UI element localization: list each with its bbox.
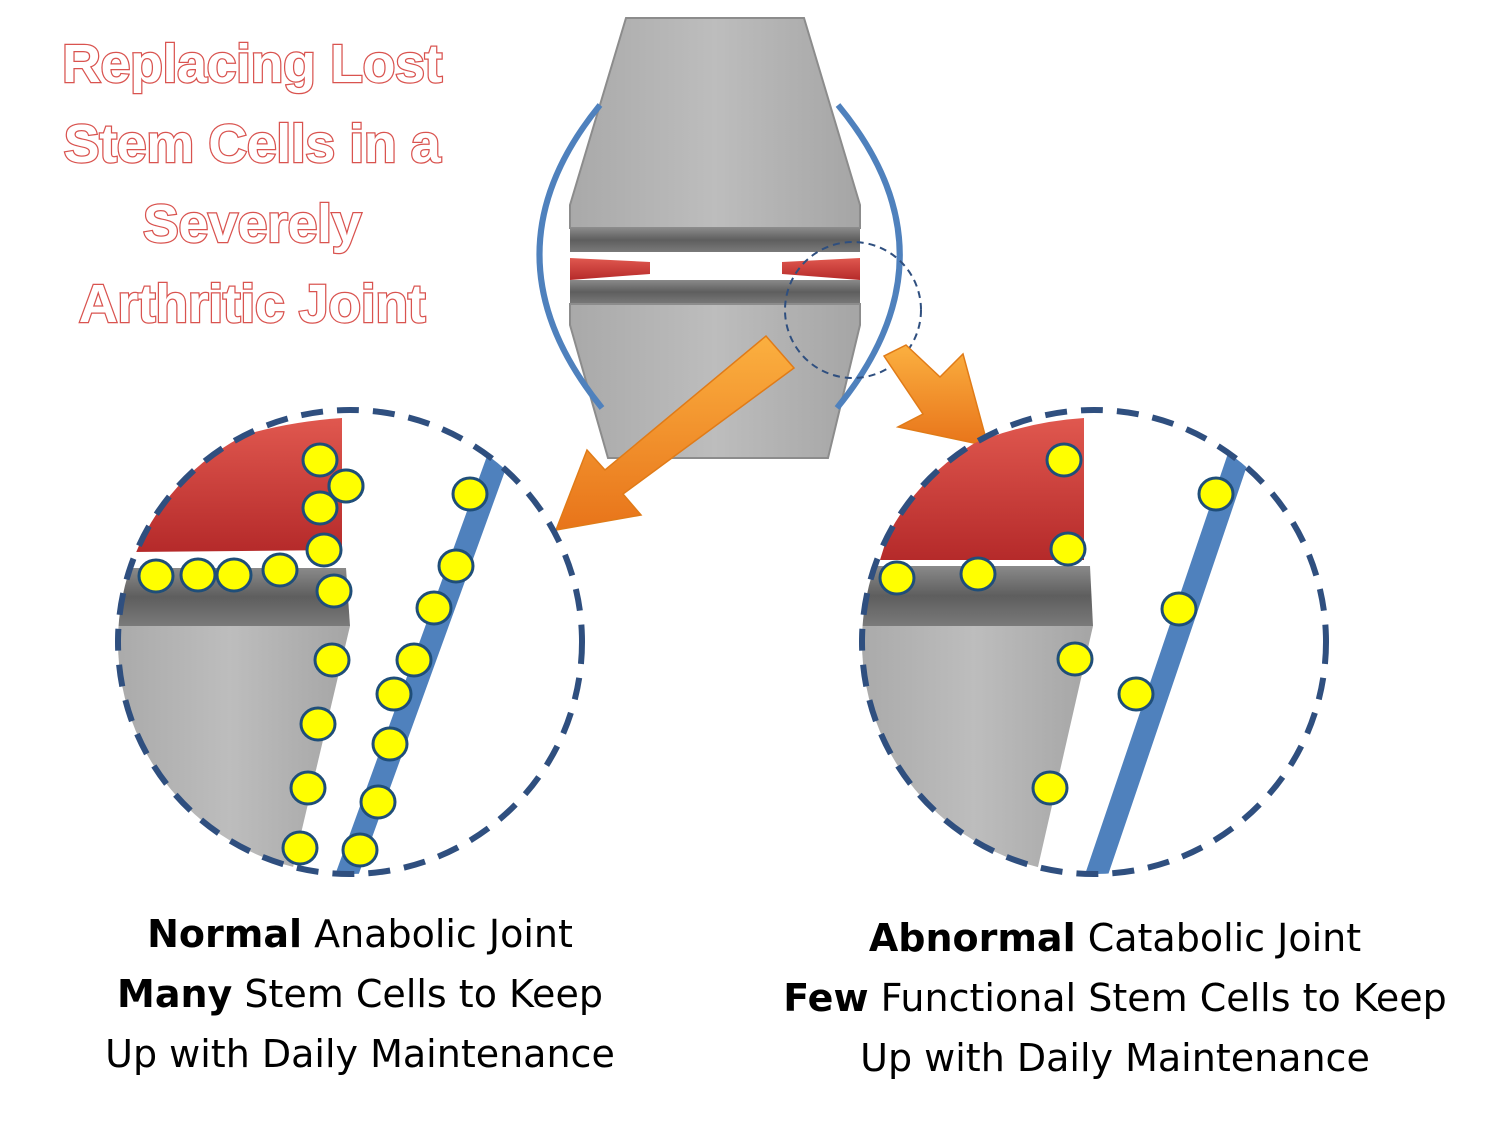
title-line-3: Severely xyxy=(143,194,362,254)
title-line-2: Stem Cells in a xyxy=(64,114,442,174)
abnormal-zoom-circle xyxy=(859,407,1329,877)
stem-cell xyxy=(215,557,253,593)
stem-cell xyxy=(299,706,337,742)
meniscus-right xyxy=(782,258,860,280)
caption-text: Catabolic Joint xyxy=(1075,916,1362,960)
normal-zoom-circle xyxy=(115,407,585,877)
stem-cell xyxy=(261,552,299,588)
stem-cell xyxy=(959,556,997,592)
abnormal-stem-cells xyxy=(878,442,1235,806)
stem-cell xyxy=(289,770,327,806)
caption-emphasis: Abnormal xyxy=(868,916,1076,960)
abnormal-joint-caption: Abnormal Catabolic Joint Few Functional … xyxy=(745,908,1485,1088)
stem-cell xyxy=(301,490,339,526)
stem-cell xyxy=(371,726,409,762)
normal-joint-caption: Normal Anabolic Joint Many Stem Cells to… xyxy=(60,904,660,1084)
stem-cell xyxy=(313,642,351,678)
caption-text: Functional Stem Cells to Keep xyxy=(868,976,1447,1020)
stem-cell xyxy=(878,560,916,596)
arrow-to-abnormal xyxy=(882,344,990,447)
stem-cell xyxy=(1049,531,1087,567)
joint-capsule-right xyxy=(834,103,903,410)
stem-cell xyxy=(305,532,343,568)
lower-cartilage-plate xyxy=(570,280,860,304)
meniscus-left xyxy=(570,258,650,280)
caption-text: Anabolic Joint xyxy=(302,912,573,956)
normal-joint-zoom xyxy=(115,407,585,877)
stem-cell xyxy=(301,442,339,478)
stem-cell xyxy=(359,784,397,820)
normal-stem-cells xyxy=(137,442,489,868)
abnormal-joint-zoom xyxy=(859,407,1329,877)
caption-text: Stem Cells to Keep xyxy=(232,972,603,1016)
stem-cell xyxy=(451,476,489,512)
title-line-4: Arthritic Joint xyxy=(79,274,426,334)
stem-cell xyxy=(341,832,379,868)
stem-cell xyxy=(281,830,319,866)
stem-cell xyxy=(1117,676,1155,712)
caption-emphasis: Normal xyxy=(147,912,302,956)
upper-cartilage-plate xyxy=(570,228,860,252)
title: Replacing Lost Stem Cells in a Severely … xyxy=(61,33,445,336)
stem-cell xyxy=(1045,442,1083,478)
stem-cell xyxy=(375,676,413,712)
arrow-to-normal xyxy=(554,334,796,531)
joint-overview xyxy=(536,17,922,459)
caption-line: Many Stem Cells to Keep xyxy=(60,964,660,1024)
caption-line: Abnormal Catabolic Joint xyxy=(745,908,1485,968)
caption-line: Few Functional Stem Cells to Keep xyxy=(745,968,1485,1028)
caption-line: Up with Daily Maintenance xyxy=(105,1032,615,1076)
stem-cell xyxy=(1197,476,1235,512)
femur-bone xyxy=(569,17,861,229)
joint-capsule-left xyxy=(536,103,605,410)
stem-cell xyxy=(437,548,475,584)
stem-cell xyxy=(315,573,353,609)
caption-emphasis: Many xyxy=(117,972,233,1016)
stem-cell xyxy=(1056,641,1094,677)
stem-cell xyxy=(179,557,217,593)
normal-meniscus xyxy=(132,418,342,552)
abnormal-meniscus xyxy=(880,418,1084,560)
stem-cell xyxy=(137,558,175,594)
zoom-region-circle xyxy=(784,241,922,379)
caption-line: Normal Anabolic Joint xyxy=(60,904,660,964)
stem-cell xyxy=(395,642,433,678)
stem-cell xyxy=(1031,770,1069,806)
caption-emphasis: Few xyxy=(783,976,869,1020)
stem-cell xyxy=(1160,591,1198,627)
arrow-left xyxy=(554,334,796,531)
stem-cell xyxy=(327,468,365,504)
title-line-1: Replacing Lost xyxy=(62,34,443,94)
abnormal-synovium xyxy=(1081,454,1249,874)
stem-cell xyxy=(415,590,453,626)
arrow-right xyxy=(882,344,990,447)
caption-line: Up with Daily Maintenance xyxy=(860,1036,1370,1080)
